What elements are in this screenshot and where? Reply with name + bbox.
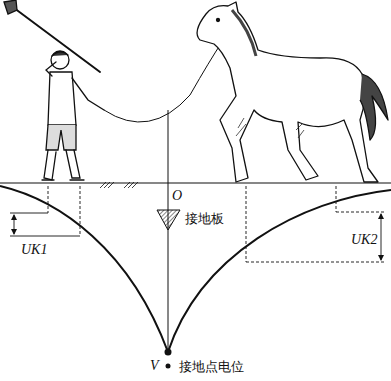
voltage-label: UK2 bbox=[350, 232, 378, 247]
potential-label: V bbox=[150, 358, 159, 373]
potential-label: 接地点电位 bbox=[178, 360, 245, 374]
origin-label: O bbox=[172, 188, 182, 203]
voltage-label: UK1 bbox=[20, 242, 48, 257]
plate-label: 接地板 bbox=[184, 212, 225, 226]
